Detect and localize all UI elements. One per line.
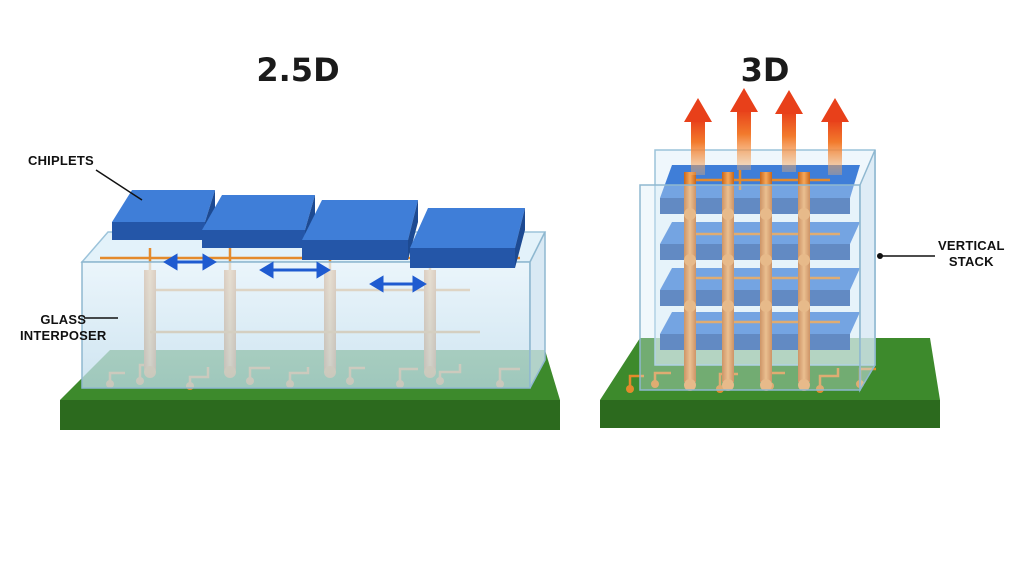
chiplet-4 [410, 208, 525, 268]
chiplet-1 [112, 190, 215, 240]
vertical-stack-leader-dot [877, 253, 883, 259]
label-chiplets: CHIPLETS [28, 153, 94, 169]
glass-housing-side [859, 149, 876, 393]
label-chiplets-text: CHIPLETS [28, 153, 94, 168]
glass-interposer-side [529, 231, 546, 389]
chiplet-2 [202, 195, 315, 248]
title-3d: 3D [740, 51, 790, 89]
chiplet-3 [302, 200, 418, 260]
glass-interposer-front [81, 261, 531, 389]
label-glass-interposer: GLASS INTERPOSER [20, 312, 107, 344]
glass-housing-front [639, 184, 861, 391]
tsv-joints [684, 208, 810, 391]
lateral-arrow-icon [163, 253, 427, 293]
right-3d-assembly [600, 88, 940, 428]
label-vertical-stack: VERTICAL STACK [938, 238, 1005, 270]
heat-arrow-icon [684, 88, 849, 175]
tsv-pillars [684, 172, 810, 382]
title-2-5d: 2.5D [256, 51, 340, 89]
chiplets-leader [95, 169, 143, 201]
leader-lines [84, 169, 935, 319]
right-board-front [600, 400, 940, 428]
label-vertical-line1: VERTICAL [938, 238, 1005, 253]
label-glass-line1: GLASS [40, 312, 87, 327]
label-vertical-line2: STACK [948, 254, 994, 269]
label-glass-line2: INTERPOSER [20, 328, 107, 343]
left-2-5d-assembly [60, 190, 560, 430]
left-board-front [60, 400, 560, 430]
